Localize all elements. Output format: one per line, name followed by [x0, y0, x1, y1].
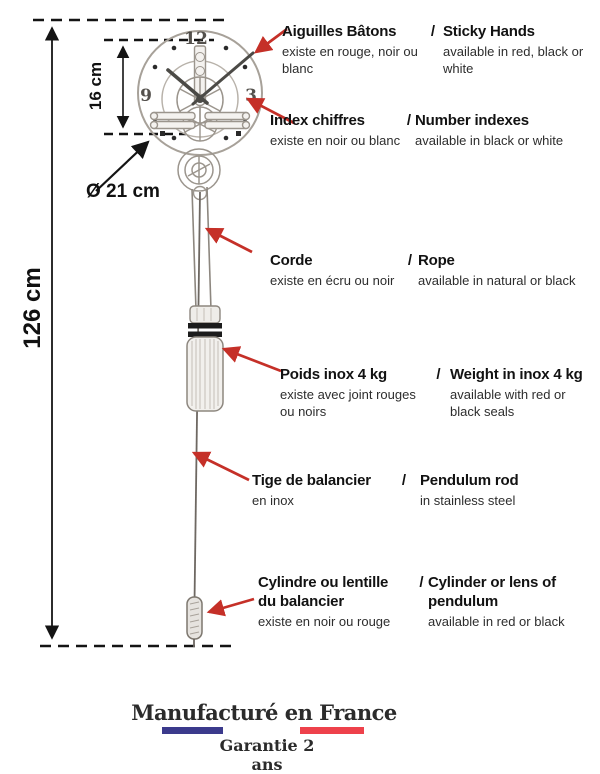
part-label-bob: Cylindre ou lentille du balancier existe… — [258, 573, 573, 630]
pointer-hands-arrow — [254, 27, 288, 54]
hour-dot — [171, 45, 177, 51]
clock-outer-ring — [137, 30, 263, 156]
part-column-fr: Aiguilles Bâtons existe en rouge, noir o… — [282, 22, 423, 77]
part-desc-en: available in red or black — [428, 614, 565, 629]
red-pointers — [191, 27, 295, 617]
part-label-hands: Aiguilles Bâtons existe en rouge, noir o… — [282, 22, 600, 77]
part-column-fr: Cylindre ou lentille du balancier existe… — [258, 573, 415, 630]
slash-separator: / — [407, 252, 413, 269]
part-column-fr: Tige de balancier en inox — [252, 471, 388, 509]
numeral-12: 12 — [184, 29, 208, 49]
slash-separator: / — [401, 472, 407, 489]
pointer-bob-arrow — [206, 597, 255, 617]
pointer-rope-arrow — [204, 227, 253, 254]
part-column-en: Cylinder or lens of pendulum available i… — [428, 573, 573, 630]
part-title-en: Sticky Hands — [443, 23, 535, 40]
part-title-fr: Index chiffres — [270, 112, 365, 129]
part-column-en: Number indexes available in black or whi… — [415, 111, 563, 149]
part-desc-fr: en inox — [252, 493, 294, 508]
hour-dot — [171, 135, 177, 141]
pulley — [177, 148, 221, 192]
diameter-pointer-arrow — [95, 140, 150, 192]
part-desc-fr: existe en écru ou noir — [270, 273, 395, 288]
pointer-index-arrow — [245, 97, 295, 125]
flag-red-bar — [300, 727, 364, 734]
part-title-en: Number indexes — [415, 112, 529, 129]
part-desc-fr: existe en noir ou blanc — [270, 133, 401, 148]
part-column-fr: Corde existe en écru ou noir — [270, 251, 402, 289]
made-in-france-label: Manufacturé en France — [131, 700, 397, 725]
part-label-rod: Tige de balancier en inox / Pendulum rod… — [252, 471, 519, 509]
part-desc-fr: existe avec joint rouges ou noirs — [280, 387, 416, 419]
part-label-weight: Poids inox 4 kg existe avec joint rouges… — [280, 365, 583, 420]
suspension-screw — [195, 52, 205, 62]
hour-dot — [223, 135, 229, 141]
clock-movement — [149, 45, 251, 201]
total-height-label: 126 cm — [19, 267, 46, 349]
hour-dot — [223, 45, 229, 51]
flag-blue-bar — [162, 727, 223, 734]
part-title-en: Weight in inox 4 kg — [450, 366, 583, 383]
slash-separator: / — [419, 574, 424, 591]
part-title-fr: Tige de balancier — [252, 472, 371, 489]
part-desc-en: available in red, black or white — [443, 44, 584, 76]
part-column-fr: Poids inox 4 kg existe avec joint rouges… — [280, 365, 427, 420]
slash-separator: / — [430, 23, 436, 40]
part-title-en: Cylinder or lens of pendulum — [428, 574, 556, 610]
part-desc-en: available in black or white — [415, 133, 564, 148]
numeral-9: 9 — [140, 86, 152, 106]
part-title-fr: Corde — [270, 252, 313, 269]
part-column-en: Sticky Hands available in red, black or … — [443, 22, 600, 77]
pendulum-bob — [186, 596, 203, 647]
part-title-en: Rope — [418, 252, 455, 269]
suspension-screw — [195, 66, 205, 76]
part-label-rope: Corde existe en écru ou noir / Rope avai… — [270, 251, 576, 289]
pendulum-rod — [193, 191, 201, 641]
numeral-3: 3 — [245, 86, 257, 106]
part-desc-en: available in natural or black — [418, 273, 576, 288]
slash-separator: / — [406, 112, 412, 129]
part-desc-en: in stainless steel — [420, 493, 516, 508]
weight — [186, 305, 224, 412]
part-title-fr: Aiguilles Bâtons — [282, 23, 397, 40]
part-label-indexes: Index chiffres existe en noir ou blanc /… — [270, 111, 563, 149]
hands-hub — [196, 95, 204, 103]
weight-seal — [188, 331, 222, 337]
part-desc-fr: existe en rouge, noir ou blanc — [282, 44, 418, 76]
weight-seal — [188, 323, 222, 329]
pointer-weight-arrow — [221, 346, 282, 373]
anchor-arms — [149, 111, 251, 136]
part-desc-en: available with red or black seals — [450, 387, 566, 419]
slash-separator: / — [436, 366, 441, 383]
warranty-label: Garantie 2 ans — [219, 736, 315, 774]
part-title-fr: Poids inox 4 kg — [280, 366, 388, 383]
hour-dot — [152, 64, 158, 70]
pointer-rod-arrow — [191, 451, 250, 482]
rope — [191, 186, 212, 311]
part-column-en: Weight in inox 4 kg available with red o… — [450, 365, 583, 420]
part-column-en: Rope available in natural or black — [418, 251, 576, 289]
clock-hands — [166, 51, 255, 106]
part-column-fr: Index chiffres existe en noir ou blanc — [270, 111, 403, 149]
hour-dot — [242, 64, 248, 70]
part-title-en: Pendulum rod — [420, 472, 519, 489]
diameter-label: Ø 21 cm — [86, 181, 160, 202]
part-column-en: Pendulum rod in stainless steel — [420, 471, 519, 509]
minute-hand — [191, 51, 255, 106]
dial-height-label: 16 cm — [86, 61, 105, 111]
part-title-fr: Cylindre ou lentille du balancier — [258, 574, 389, 610]
part-desc-fr: existe en noir ou rouge — [258, 614, 391, 629]
